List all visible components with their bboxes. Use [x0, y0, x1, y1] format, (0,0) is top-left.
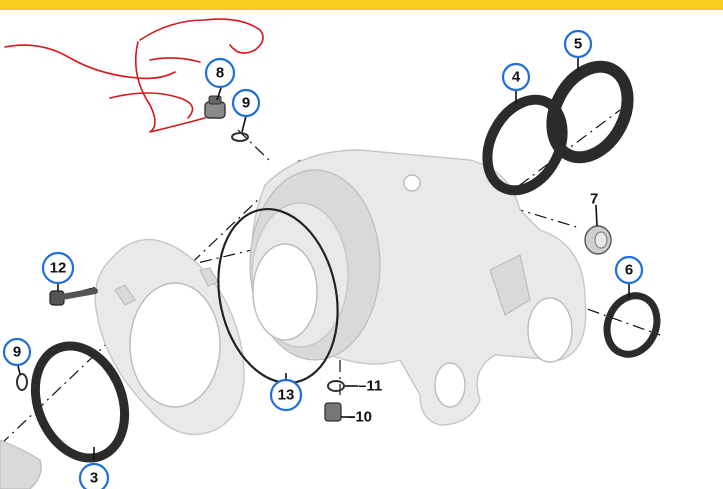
label-7: 7	[590, 191, 598, 208]
label-10: –10	[347, 409, 372, 426]
cover-flange	[94, 238, 245, 436]
callout-12-label: 12	[50, 260, 67, 277]
seal-ring-5	[546, 60, 634, 164]
bolt-12	[49, 288, 98, 306]
small-o-ring-9-top	[231, 132, 249, 142]
callout-3: 3	[78, 462, 110, 489]
callout-13-label: 13	[278, 387, 295, 404]
callout-8: 8	[204, 57, 236, 89]
partial-bracket	[0, 439, 42, 489]
seal-ring-3	[30, 341, 130, 463]
callout-3-label: 3	[90, 470, 98, 487]
seal-ring-4	[482, 94, 568, 196]
o-ring-13	[217, 207, 339, 385]
callout-8-label: 8	[216, 65, 224, 82]
main-housing	[249, 149, 587, 426]
callout-9-top-label: 9	[242, 95, 250, 112]
seal-ring-6	[603, 292, 661, 358]
callout-12: 12	[41, 251, 75, 285]
top-highlight-bar	[0, 0, 723, 10]
callout-13: 13	[269, 378, 303, 412]
callout-6-label: 6	[625, 262, 633, 279]
callout-5: 5	[563, 29, 593, 59]
callout-9-left-label: 9	[13, 344, 21, 361]
label-11: –11	[358, 378, 382, 395]
callout-6: 6	[614, 255, 644, 285]
callout-9-top: 9	[231, 88, 261, 118]
o-ring-11	[327, 380, 345, 392]
plug-7	[584, 225, 612, 255]
red-annotation-scribble	[4, 18, 264, 133]
plug-10	[324, 402, 342, 422]
callout-5-label: 5	[574, 36, 582, 53]
callout-4: 4	[501, 62, 531, 92]
plug-8	[204, 95, 226, 119]
callout-9-left: 9	[2, 337, 32, 367]
small-o-ring-9-left	[16, 373, 28, 391]
callout-4-label: 4	[512, 69, 521, 86]
